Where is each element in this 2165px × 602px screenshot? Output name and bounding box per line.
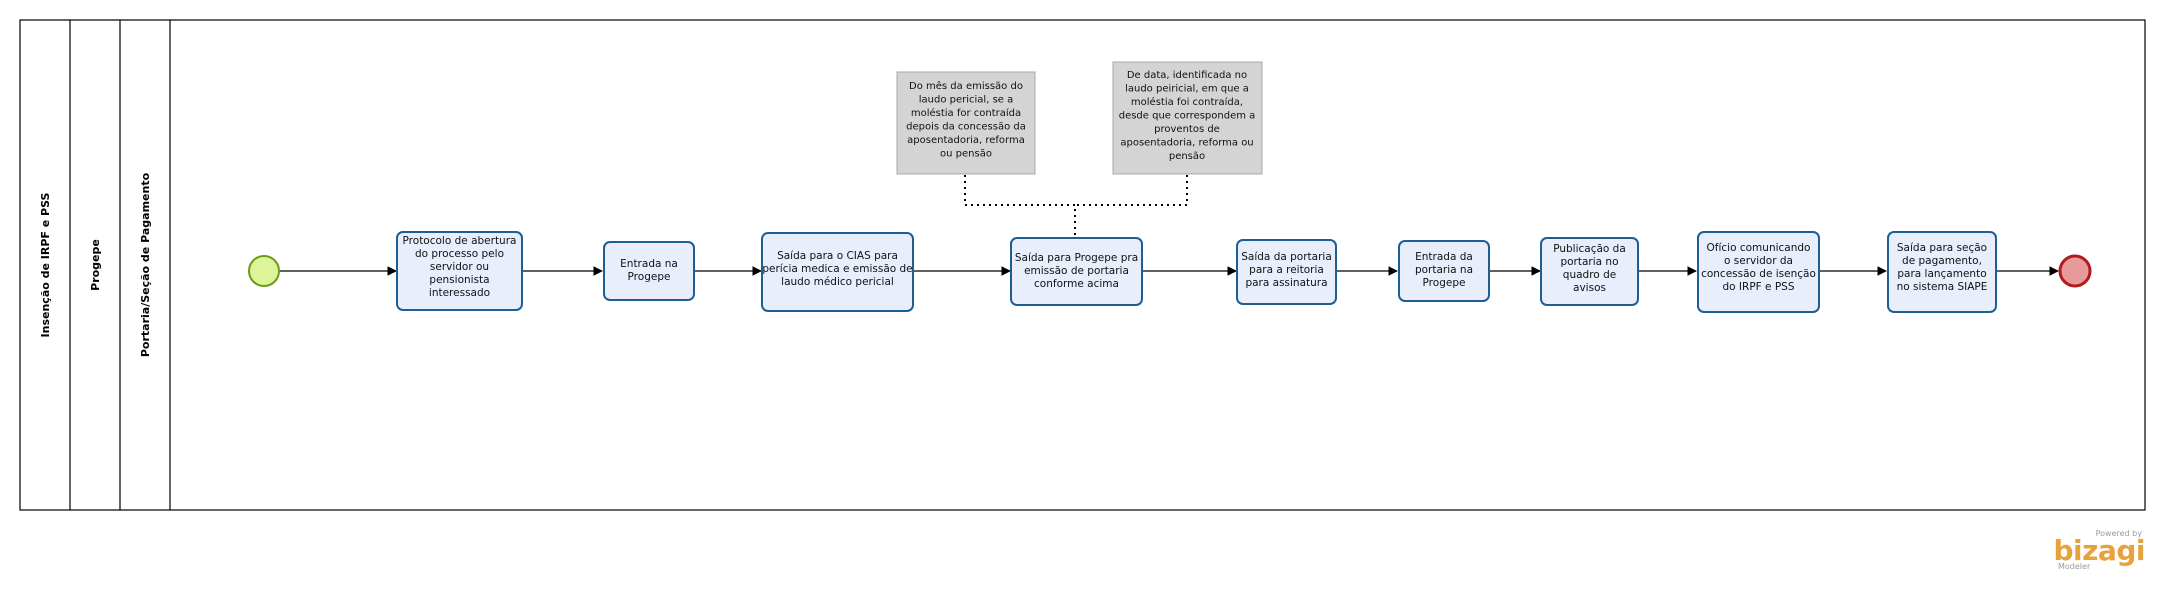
pool-label: Insenção de IRPF e PSS bbox=[39, 192, 52, 337]
bizagi-logo: bizagi bbox=[2054, 534, 2145, 567]
lane-label-portaria: Portaria/Seção de Pagamento bbox=[139, 172, 152, 357]
lane-label-progepe: Progepe bbox=[89, 239, 102, 291]
start-event[interactable] bbox=[248, 255, 280, 287]
annotation-link-2 bbox=[1075, 175, 1188, 206]
powered-by-text: Powered by bbox=[2096, 529, 2143, 538]
end-event[interactable] bbox=[2058, 254, 2092, 288]
annotation-link-1 bbox=[964, 175, 1076, 238]
modeler-text: Modeler bbox=[2058, 562, 2091, 571]
bizagi-branding: Powered by bizagi Modeler bbox=[2054, 529, 2146, 571]
